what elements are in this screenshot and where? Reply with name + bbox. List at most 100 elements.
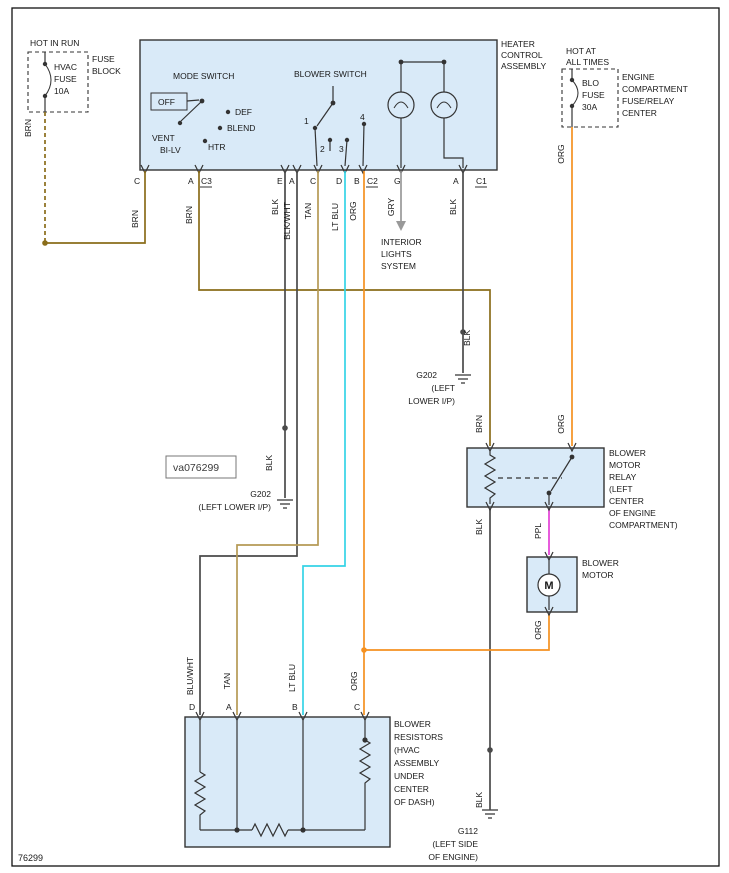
wire-label-tan: TAN	[303, 203, 313, 219]
relay-switch-arm	[550, 456, 573, 492]
pin-chevron	[544, 606, 554, 617]
junction-dot	[398, 59, 404, 65]
mode-position-off: OFF	[158, 97, 175, 107]
pin-chevron	[485, 501, 495, 512]
g112-label: (LEFT SIDE	[432, 839, 478, 849]
wire-label-blk: BLK	[462, 330, 472, 346]
relay-caption: OF ENGINE	[609, 508, 656, 518]
fuse-block-caption: BLOCK	[92, 66, 121, 76]
pin-letter: C	[310, 176, 316, 186]
connector-id: C2	[367, 176, 378, 186]
wire-blkwht	[199, 171, 298, 715]
blo-fuse-label: FUSE	[582, 90, 605, 100]
g202-right-label: (LEFT	[431, 383, 455, 393]
wire-label-blk: BLK	[474, 519, 484, 535]
g202-left-label: G202	[250, 489, 271, 499]
resistors-caption: RESISTORS	[394, 732, 443, 742]
wire-label-blk: BLK	[264, 455, 274, 471]
wire-label-blk: BLK	[448, 199, 458, 215]
heater-caption: HEATER	[501, 39, 535, 49]
switch-contact-dot	[177, 120, 183, 126]
blower-motor: M BLOWER MOTOR	[526, 551, 619, 617]
wire-label-blk: BLK	[474, 792, 484, 808]
blower-motor-relay: BLOWER MOTOR RELAY (LEFT CENTER OF ENGIN…	[466, 442, 678, 530]
relay-center-caption: ENGINE	[622, 72, 655, 82]
pin-letter: A	[226, 702, 232, 712]
resistors-caption: CENTER	[394, 784, 429, 794]
pin-chevron	[544, 501, 554, 512]
contact-lead	[344, 139, 348, 167]
interior-lights-arrow	[396, 221, 406, 231]
resistors-caption: (HVAC	[394, 745, 420, 755]
pin-letter: C	[354, 702, 360, 712]
relay-center-caption: CENTER	[622, 108, 657, 118]
resistors-caption: BLOWER	[394, 719, 431, 729]
mode-switch-title: MODE SWITCH	[173, 71, 234, 81]
wire-label-ltblu: LT BLU	[287, 664, 297, 692]
heater-caption: CONTROL	[501, 50, 543, 60]
wire-ltblu	[302, 171, 346, 715]
fuse-block-caption: FUSE	[92, 54, 115, 64]
resistors-caption: ASSEMBLY	[394, 758, 440, 768]
blo-fuse-label: BLO	[582, 78, 599, 88]
fuse-block-box	[27, 51, 89, 113]
fuse-block-left: HOT IN RUN HVAC FUSE 10A FUSE BLOCK	[27, 38, 121, 113]
pin-letter: D	[336, 176, 342, 186]
g112-label: OF ENGINE)	[428, 852, 478, 862]
ground-g202-left	[277, 499, 293, 509]
splice-dot	[282, 425, 288, 431]
hvac-fuse-label: 10A	[54, 86, 69, 96]
speed-1-label: 1	[304, 116, 309, 126]
splice-dot	[487, 747, 493, 753]
speed-2-label: 2	[320, 144, 325, 154]
mode-position-htr: HTR	[208, 142, 225, 152]
speed-4-label: 4	[360, 112, 365, 122]
heater-caption: ASSEMBLY	[501, 61, 547, 71]
wire-label-org: ORG	[556, 144, 566, 163]
hot-at-all-times-label: HOT AT	[566, 46, 596, 56]
heater-control-assembly: HEATER CONTROL ASSEMBLY MODE SWITCH OFF …	[134, 39, 547, 188]
interior-lights-caption: SYSTEM	[381, 261, 416, 271]
switch-contact-dot	[202, 138, 208, 144]
pin-letter: D	[189, 702, 195, 712]
g202-left-label: (LEFT LOWER I/P)	[198, 502, 271, 512]
relay-caption: CENTER	[609, 496, 644, 506]
blower-switch-title: BLOWER SWITCH	[294, 69, 367, 79]
lamp-filament	[393, 101, 409, 109]
switch-link	[186, 99, 200, 102]
fuse-element-symbol	[571, 79, 579, 107]
mode-position-bilv: BI-LV	[160, 145, 181, 155]
contact-lead	[314, 127, 318, 167]
fuse-block-right: HOT AT ALL TIMES BLO FUSE 30A ENGINE COM…	[561, 46, 688, 128]
wiring	[42, 112, 573, 810]
switch-contact-dot	[312, 125, 318, 131]
switch-arm	[316, 102, 334, 127]
relay-caption: BLOWER	[609, 448, 646, 458]
pin-chevron	[567, 442, 577, 453]
wire-label-brn: BRN	[184, 206, 194, 224]
pin-letter: A	[289, 176, 295, 186]
wire-label-brn: BRN	[23, 119, 33, 137]
splice-dot	[42, 240, 48, 246]
pin-letter: G	[394, 176, 401, 186]
resistors-caption: OF DASH)	[394, 797, 435, 807]
switch-contact-dot	[225, 109, 231, 115]
g202-right-label: G202	[416, 370, 437, 380]
wire-label-brn: BRN	[130, 210, 140, 228]
relay-caption: MOTOR	[609, 460, 640, 470]
interior-lights-note: INTERIOR LIGHTS SYSTEM	[381, 237, 422, 271]
g202-right-label: LOWER I/P)	[408, 396, 455, 406]
relay-caption: (LEFT	[609, 484, 633, 494]
wire-label-gry: GRY	[386, 198, 396, 217]
motor-caption: MOTOR	[582, 570, 613, 580]
illumination-lamps	[387, 59, 464, 168]
resistor-symbol	[193, 771, 207, 818]
switch-arm	[180, 100, 203, 122]
wire-label-ppl: PPL	[533, 523, 543, 539]
splice-dot	[361, 647, 367, 653]
relay-caption: COMPARTMENT)	[609, 520, 678, 530]
wire-org-motor	[364, 614, 550, 651]
hvac-fuse-label: FUSE	[54, 74, 77, 84]
wire-label-tan: TAN	[222, 673, 232, 689]
